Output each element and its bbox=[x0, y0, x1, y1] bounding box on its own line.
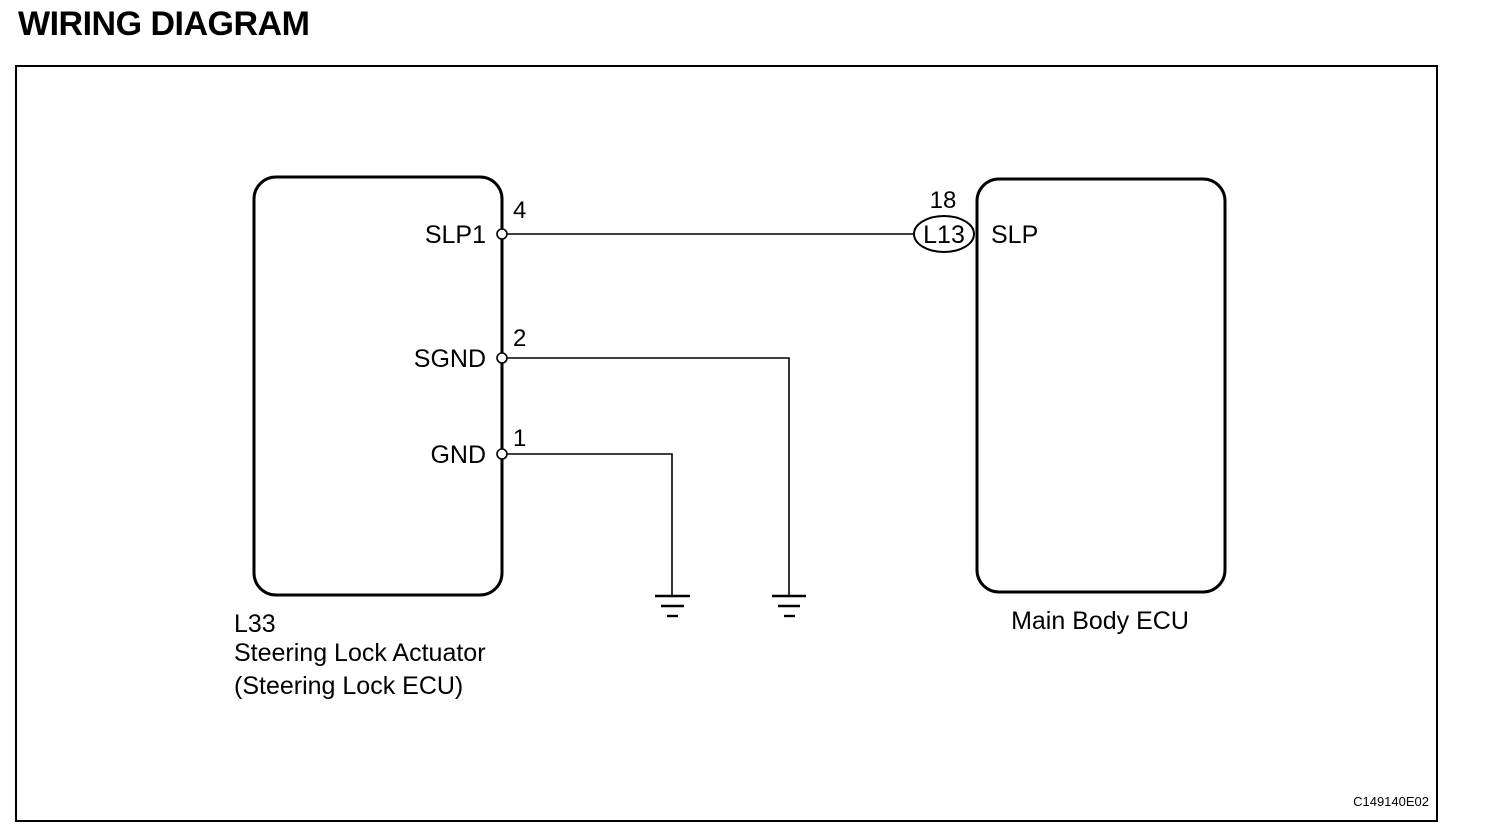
connector-code: L13 bbox=[923, 221, 965, 249]
pin-label-sgnd: SGND bbox=[414, 345, 486, 373]
wire-gnd bbox=[507, 453, 673, 596]
pin-label-slp1: SLP1 bbox=[425, 221, 486, 249]
pin-number-2: 2 bbox=[513, 325, 526, 352]
pin-number-4: 4 bbox=[513, 197, 526, 224]
page-title: WIRING DIAGRAM bbox=[18, 5, 310, 43]
component-subname: (Steering Lock ECU) bbox=[234, 672, 463, 700]
ground-icon bbox=[655, 594, 690, 618]
ground-icon bbox=[772, 594, 806, 618]
steering-lock-actuator-box bbox=[252, 175, 504, 597]
component-code: L33 bbox=[234, 610, 276, 638]
pin-label-slp: SLP bbox=[991, 221, 1038, 249]
pin-label-gnd: GND bbox=[430, 441, 486, 469]
wire-sgnd bbox=[507, 357, 790, 596]
terminal-slp1 bbox=[496, 228, 508, 240]
main-body-ecu-label: Main Body ECU bbox=[1011, 607, 1189, 635]
pin-number-1: 1 bbox=[513, 425, 526, 452]
terminal-sgnd bbox=[496, 352, 508, 364]
connector-l13 bbox=[913, 215, 975, 253]
terminal-gnd bbox=[496, 448, 508, 460]
figure-code: C149140E02 bbox=[1353, 794, 1429, 809]
diagram-frame bbox=[15, 65, 1438, 822]
main-body-ecu-box bbox=[975, 177, 1227, 594]
connector-pin-number: 18 bbox=[930, 187, 957, 214]
component-name: Steering Lock Actuator bbox=[234, 639, 486, 667]
